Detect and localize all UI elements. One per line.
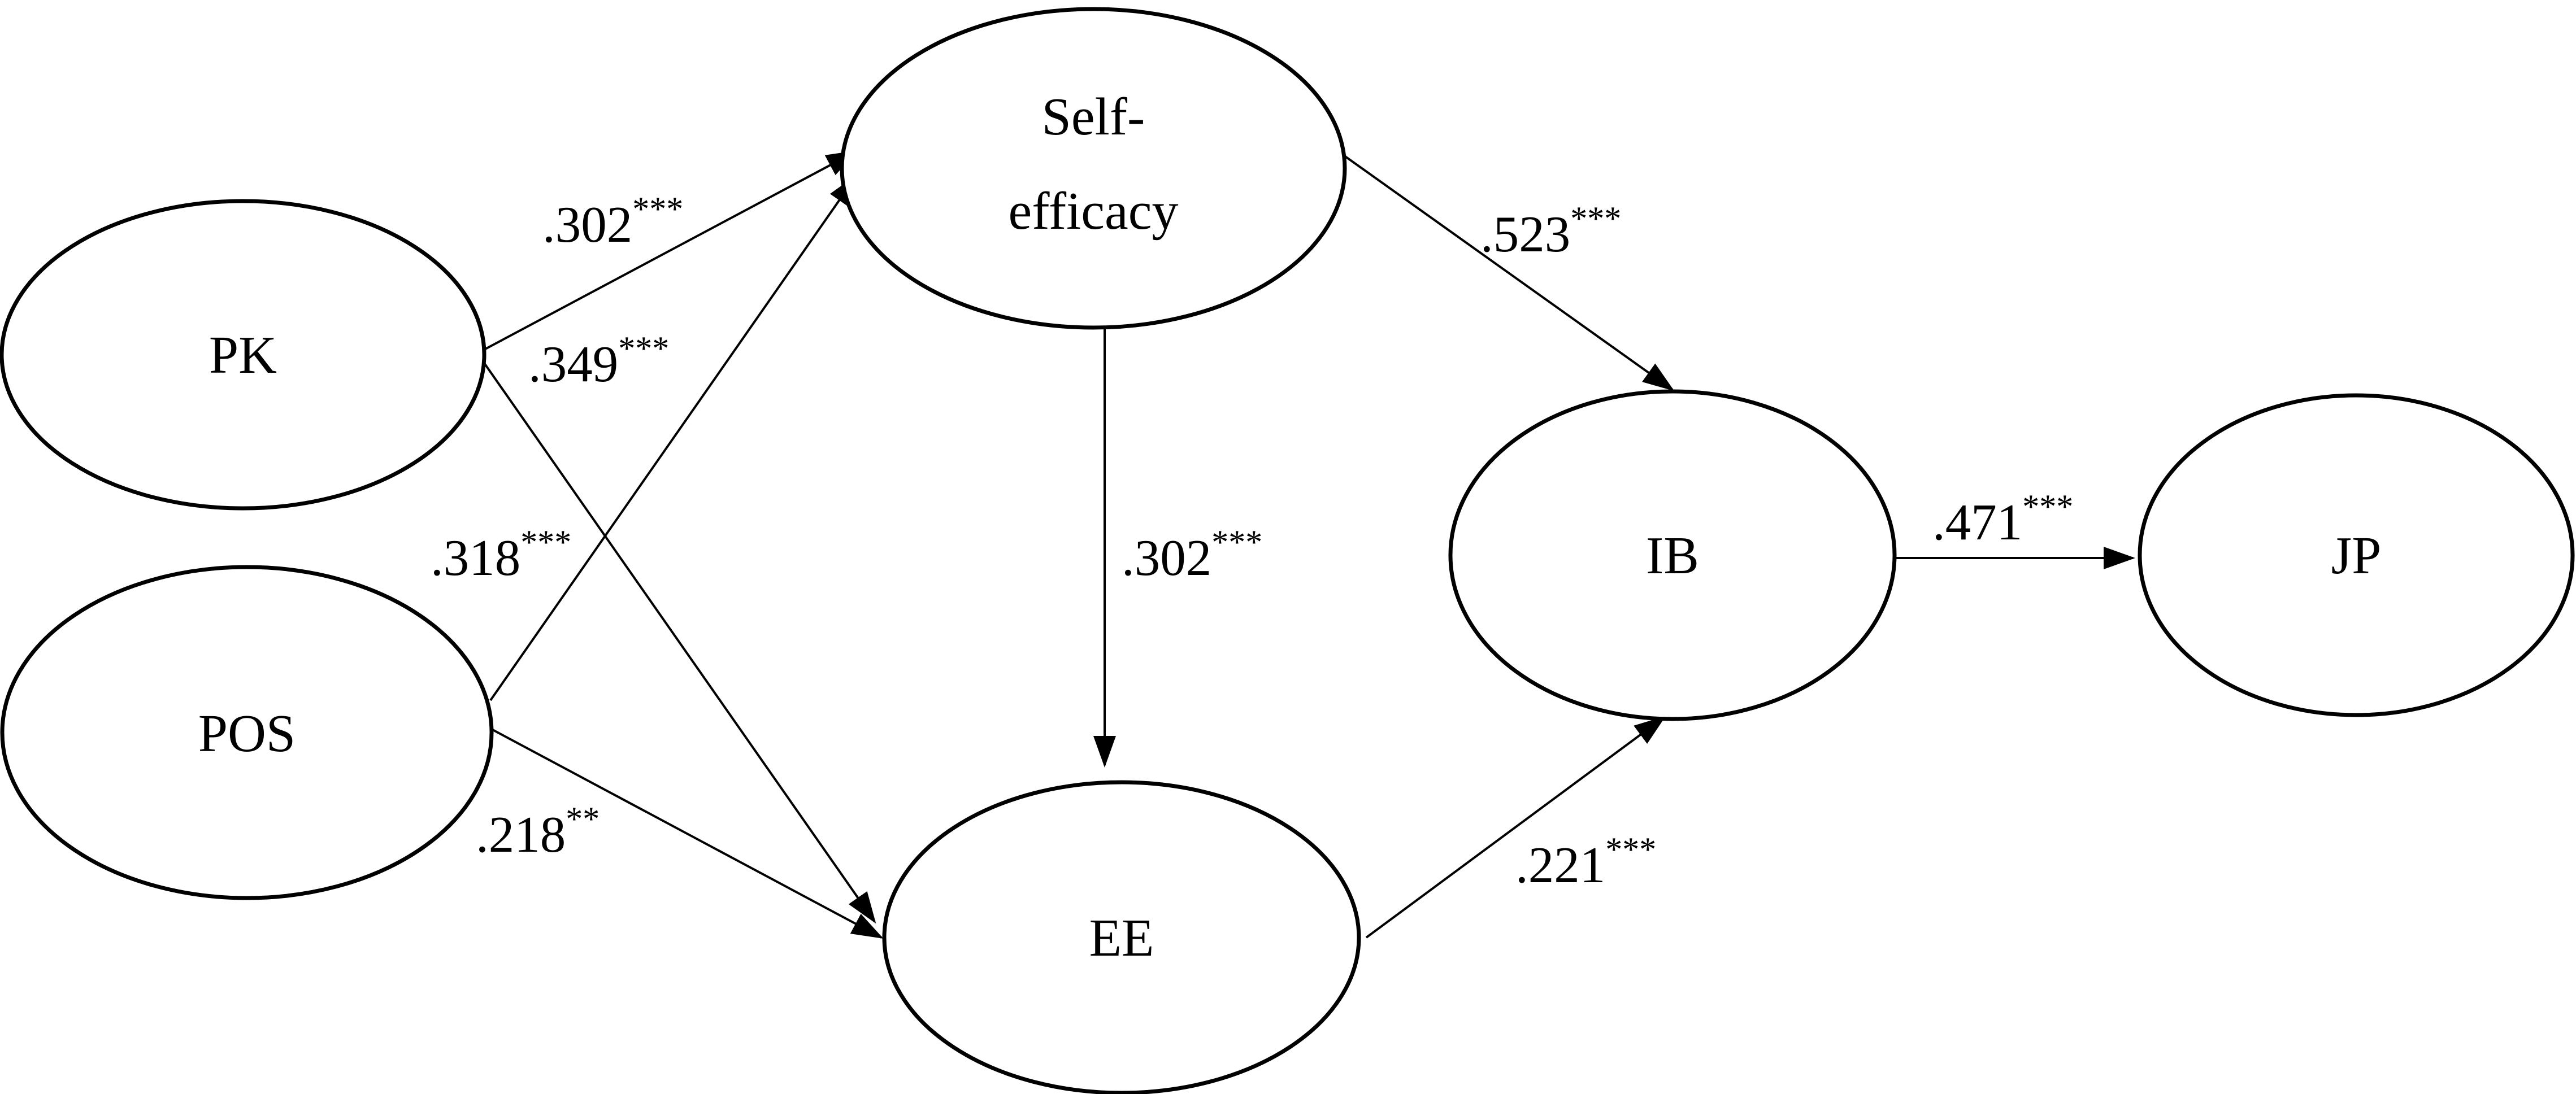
- coef-pos-self-efficacy-value: .318: [431, 529, 520, 586]
- coef-pk-self-efficacy-sig: ***: [632, 190, 683, 228]
- coef-ee-ib: .221***: [1515, 831, 1656, 893]
- node-ib-label: IB: [1646, 526, 1699, 585]
- arrow-pk-to-self-efficacy: [483, 150, 858, 351]
- coef-self-efficacy-ee-sig: ***: [1211, 524, 1262, 561]
- node-ee-label: EE: [1089, 909, 1154, 967]
- coef-self-efficacy-ib: .523***: [1480, 200, 1621, 263]
- node-ib-ellipse: [1448, 389, 1897, 721]
- node-self-efficacy-label-line1: Self-: [1042, 88, 1145, 146]
- coef-ee-ib-value: .221: [1515, 836, 1605, 893]
- coef-self-efficacy-ib-sig: ***: [1570, 200, 1621, 237]
- coef-pos-ee-value: .218: [476, 806, 566, 863]
- arrow-pk-to-ee: [482, 360, 876, 924]
- coef-pk-self-efficacy: .302***: [542, 190, 683, 253]
- node-self-efficacy: Self- efficacy: [840, 7, 1347, 330]
- coef-ib-jp-value: .471: [1932, 494, 2022, 551]
- coef-pos-self-efficacy: .318***: [431, 524, 571, 586]
- node-pos-ellipse: [0, 565, 494, 900]
- coef-ib-jp-sig: ***: [2022, 488, 2073, 525]
- coef-self-efficacy-ee-value: .302: [1122, 529, 1211, 586]
- coef-self-efficacy-ib-value: .523: [1480, 206, 1570, 263]
- node-self-efficacy-label-line2: efficacy: [1009, 182, 1179, 241]
- node-jp-label: JP: [2331, 526, 2382, 585]
- node-ib: IB: [1448, 389, 1897, 721]
- node-pk: PK: [0, 199, 486, 511]
- node-pos: POS: [0, 565, 494, 900]
- node-pk-label: PK: [209, 326, 277, 385]
- coef-pk-self-efficacy-value: .302: [542, 196, 632, 253]
- arrow-self-efficacy-to-ib: [1343, 154, 1675, 391]
- arrow-ee-to-ib: [1365, 716, 1666, 939]
- coef-pos-ee-sig: **: [566, 800, 600, 838]
- node-ee: EE: [882, 780, 1361, 1094]
- node-pk-ellipse: [0, 199, 486, 511]
- coef-pos-ee: .218**: [476, 800, 600, 863]
- coef-pk-ee-value: .349: [528, 335, 618, 393]
- coef-pos-self-efficacy-sig: ***: [520, 524, 571, 561]
- coef-pk-ee: .349***: [528, 330, 669, 393]
- coef-self-efficacy-ee: .302***: [1122, 524, 1262, 586]
- node-self-efficacy-ellipse: [840, 7, 1347, 330]
- coef-ee-ib-sig: ***: [1605, 831, 1656, 868]
- node-jp-ellipse: [2138, 393, 2575, 717]
- node-ee-ellipse: [882, 780, 1361, 1094]
- arrow-pos-to-self-efficacy: [489, 174, 858, 701]
- coef-ib-jp: .471***: [1932, 488, 2073, 551]
- node-jp: JP: [2138, 393, 2575, 717]
- coef-pk-ee-sig: ***: [618, 330, 669, 367]
- node-pos-label: POS: [198, 704, 296, 763]
- arrow-pos-to-ee: [490, 727, 884, 939]
